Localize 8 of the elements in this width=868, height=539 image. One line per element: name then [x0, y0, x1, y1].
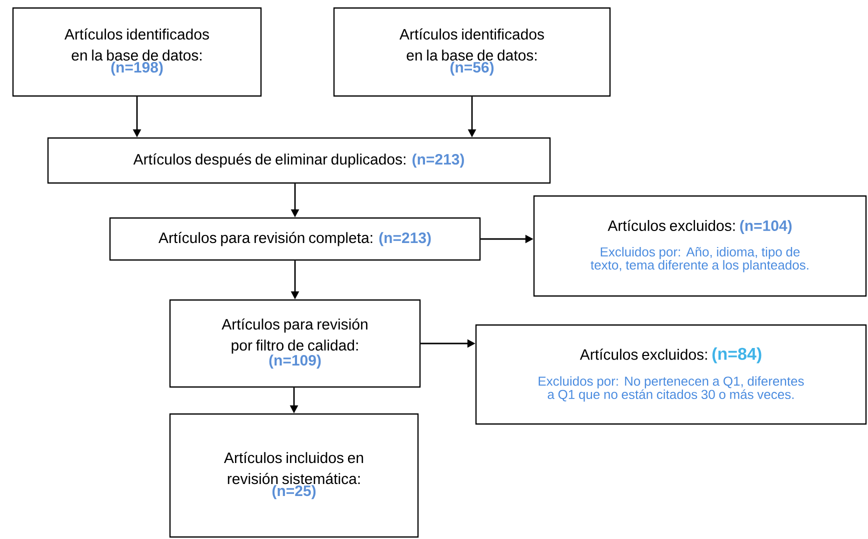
process-box: Artículos para revisión por filtro de calidad: (n=109)	[169, 299, 421, 388]
process-box: Artículos incluidos en revisión sistemática: (n=25)	[169, 413, 419, 538]
process-box: Artículos excluidos: (n=84) Excluidos por: No pertenecen a Q1, diferentes a Q1 que no están citados 30 o más veces.	[475, 324, 867, 425]
process-box: Artículos para revisión completa: (n=213)	[109, 217, 481, 261]
process-box: Artículos identificados en la base de datos: (n=56)	[333, 7, 611, 97]
process-box: Artículos identificados en la base de datos: (n=198)	[12, 7, 262, 97]
process-box: Artículos excluidos: (n=104) Excluidos por: Año, idioma, tipo de texto, tema diferente a los planteados.	[533, 195, 867, 297]
process-box: Artículos después de eliminar duplicados: (n=213)	[47, 137, 551, 184]
